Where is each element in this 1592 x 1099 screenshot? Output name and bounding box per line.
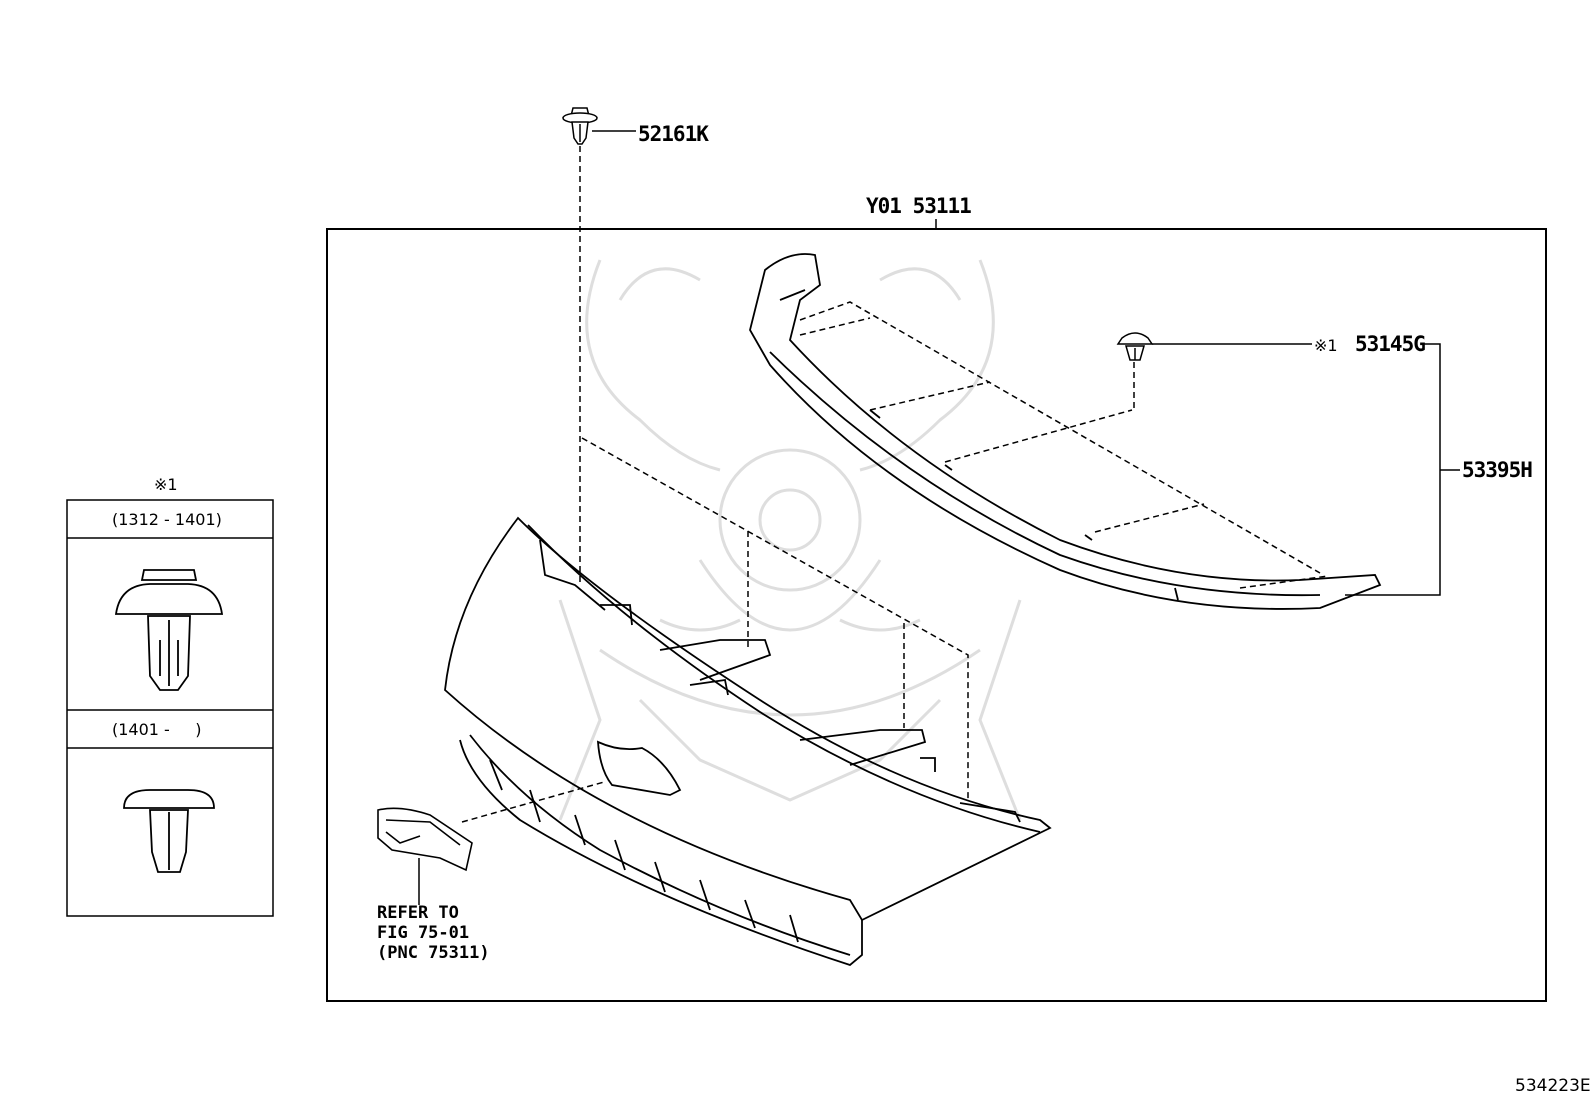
clip-53145g-icon: [1116, 332, 1154, 361]
refer-note: REFER TO FIG 75-01 (PNC 75311): [377, 903, 490, 963]
clip-52161k-icon: [562, 107, 598, 145]
label-53145g: 53145G: [1355, 332, 1426, 356]
label-note-mark: ※1: [1314, 336, 1338, 355]
watermark-logo: [558, 259, 1022, 821]
grille-assembly-part: [444, 516, 1052, 967]
upper-molding-part: [749, 253, 1382, 610]
bracket-53395h: [1345, 343, 1441, 596]
clip-variant-b-icon: [123, 789, 215, 873]
refer-line-3: (PNC 75311): [377, 943, 490, 963]
emblem-part: [377, 807, 473, 872]
refer-line-1: REFER TO: [377, 903, 459, 923]
label-53395h: 53395H: [1462, 458, 1533, 482]
clip-variant-a-icon: [114, 569, 224, 691]
inset-box: [66, 499, 274, 917]
inset-mark: ※1: [154, 475, 178, 494]
grille-mount-dashes: [461, 437, 969, 823]
label-52161k: 52161K: [638, 122, 709, 146]
molding-mount-dashes: [799, 301, 1329, 589]
inset-variant-a-label: (1312 - 1401): [112, 510, 222, 529]
refer-line-2: FIG 75-01: [377, 923, 470, 943]
inset-variant-b-label: (1401 - ): [112, 720, 202, 739]
figure-code: 534223E: [1515, 1076, 1591, 1096]
label-assembly-y01-53111: Y01 53111: [866, 194, 972, 218]
